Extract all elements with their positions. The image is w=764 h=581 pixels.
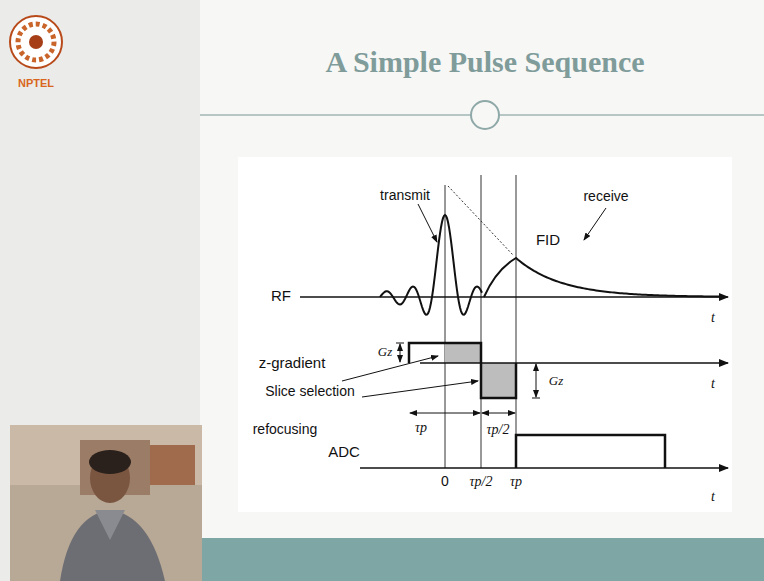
axis-unit: t — [711, 310, 715, 325]
callout-label: Slice selection — [265, 384, 355, 399]
signal-label: transmit — [380, 188, 430, 203]
signal-label: FID — [536, 232, 560, 249]
axis-unit: t — [711, 376, 715, 391]
axis-name: RF — [271, 288, 291, 305]
duration-label: τp/2 — [487, 422, 510, 437]
axis-unit: t — [711, 489, 715, 504]
time-tick: 0 — [441, 474, 449, 489]
time-tick: τp — [510, 474, 522, 489]
axis-name: ADC — [328, 444, 360, 461]
axis-name: z-gradient — [259, 355, 326, 372]
duration-label: τp — [415, 420, 427, 435]
amplitude-label: Gz — [549, 374, 563, 388]
time-tick: τp/2 — [470, 474, 493, 489]
signal-label: receive — [583, 189, 628, 204]
amplitude-label: Gz — [378, 345, 392, 359]
logo-text: NPTEL — [18, 77, 54, 89]
slide-title: A Simple Pulse Sequence — [325, 45, 644, 79]
callout-label: refocusing — [253, 422, 318, 437]
